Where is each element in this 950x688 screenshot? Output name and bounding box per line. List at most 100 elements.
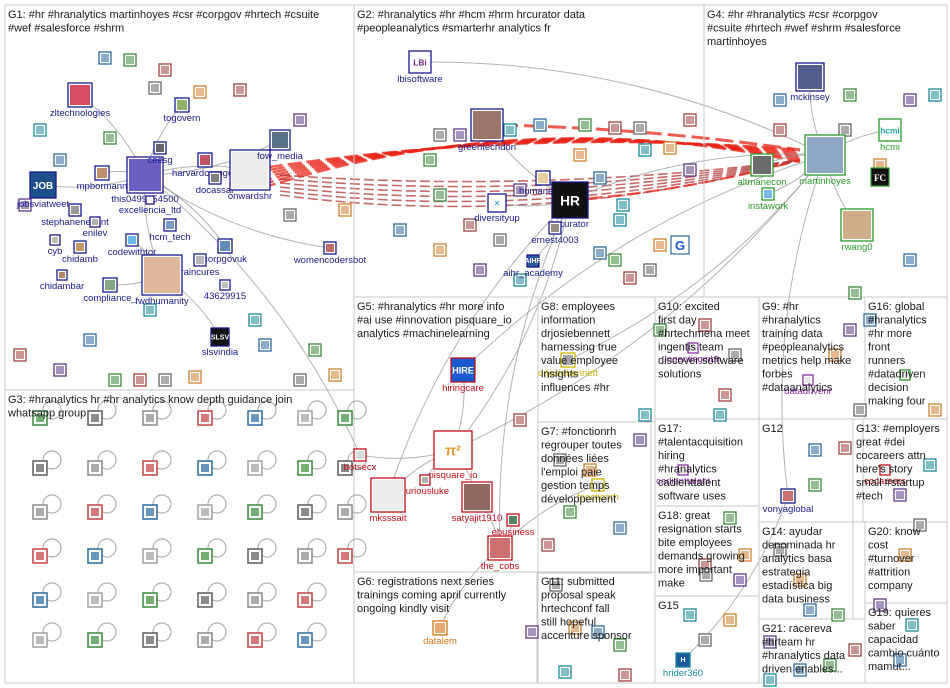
g3-node-avatar: [201, 552, 209, 560]
node-diversityup[interactable]: ✕diversityup: [474, 193, 520, 224]
node-glyph: AIHR: [524, 258, 541, 265]
node-avatar-frame: [210, 327, 230, 347]
node-compliance-[interactable]: compliance_: [83, 277, 137, 304]
node-ebusiness[interactable]: ebusiness: [492, 513, 535, 538]
node-fow-media[interactable]: fow_media: [257, 129, 304, 162]
edge-vonyaglobal-martinhoyes: [781, 154, 826, 497]
node-excellencia-ltd[interactable]: excellencia_ltd: [119, 195, 181, 216]
node-raincures[interactable]: raincures: [180, 253, 220, 278]
node-ernest4003[interactable]: ernest4003: [531, 221, 579, 246]
node-mckinsey[interactable]: mckinsey: [790, 62, 830, 103]
node-altmanecon[interactable]: altmanecon: [737, 153, 787, 188]
node-rwang0[interactable]: rwang0: [840, 208, 874, 253]
node-datadrivenr[interactable]: datadrivenr: [784, 374, 832, 397]
node-enilev[interactable]: enilev: [83, 216, 108, 239]
node-curiousluke[interactable]: curiousluke: [401, 474, 449, 497]
node-datalem[interactable]: datalem: [423, 620, 457, 647]
node-togovern[interactable]: togovern: [164, 97, 201, 124]
minor-node-avatar: [796, 666, 804, 674]
minor-node-avatar: [496, 236, 504, 244]
node-womencodersbot[interactable]: womencodersbot: [293, 241, 367, 266]
node-cocareers[interactable]: cocareers: [864, 464, 906, 487]
minor-node-avatar: [741, 551, 749, 559]
node-fwdhumanity[interactable]: fwdhumanity: [135, 254, 189, 307]
node-cyb[interactable]: cyb: [48, 234, 63, 257]
minor-node-avatar: [731, 351, 739, 359]
minor-node-avatar: [586, 466, 594, 474]
node-avatar: [464, 484, 490, 510]
node-stephanenevent[interactable]: stephanenevent: [41, 203, 109, 228]
node-label: rwang0: [841, 242, 872, 253]
node-cadienttalent[interactable]: cadienttalent: [656, 464, 710, 487]
node-43629915[interactable]: 43629915: [204, 279, 246, 302]
node-instawork[interactable]: instawork: [748, 187, 788, 212]
minor-node-avatar: [826, 661, 834, 669]
node-ceesg[interactable]: ceesg: [147, 141, 173, 166]
node-label: hrcurator: [551, 219, 589, 230]
node-mksssait[interactable]: mksssait: [370, 477, 407, 524]
node-g-logo[interactable]: G: [670, 235, 690, 255]
self-loop-g3: [307, 582, 327, 602]
node-label: lbisoftware: [397, 74, 442, 85]
g3-node-avatar: [301, 552, 309, 560]
edge-the_cobs-hrcurator: [498, 199, 571, 549]
g3-node-avatar: [301, 414, 309, 422]
node-hcm-tech[interactable]: hcm_tech: [149, 218, 191, 243]
g3-node-avatar: [146, 596, 154, 604]
node-humanere4[interactable]: humanere4: [519, 170, 567, 197]
self-loop-g3: [97, 622, 117, 642]
edge-mksssait-hrcurator: [387, 199, 571, 496]
node-avatar: [356, 451, 364, 459]
node-martinhoyes[interactable]: martinhoyes: [799, 134, 851, 187]
self-loop-g3: [257, 582, 277, 602]
node-fonctionrh[interactable]: fonctionrh: [577, 478, 619, 503]
node-satyajit1910[interactable]: satyajit1910: [452, 481, 503, 524]
node-glyph: HR: [560, 193, 580, 208]
node-harvardcorpgov[interactable]: harvardcorpgov: [172, 152, 238, 179]
node-fc[interactable]: FC: [870, 167, 890, 187]
self-loop-g3: [207, 400, 227, 420]
node-label: mpbormann: [77, 181, 128, 192]
node-mpbormann[interactable]: mpbormann: [77, 165, 128, 192]
node-botsecx[interactable]: botsecx: [344, 448, 377, 473]
minor-node-avatar: [766, 638, 774, 646]
node-vonyaglobal[interactable]: vonyaglobal: [763, 488, 814, 515]
g3-node-avatar: [146, 414, 154, 422]
node-allocators[interactable]: [899, 369, 911, 381]
node-avatar: [680, 467, 686, 473]
node-corpgovuk[interactable]: corpgovuk: [203, 238, 247, 265]
node-hrcurator[interactable]: HR hrcurator: [551, 181, 589, 230]
g3-node-avatar: [251, 552, 259, 560]
node-label: datadrivenr: [784, 386, 832, 397]
minor-node-avatar: [806, 606, 814, 614]
node-greentechdon[interactable]: greentechdon: [458, 108, 516, 153]
node-docassar[interactable]: docassar: [196, 171, 235, 196]
node-ingentisgmbh[interactable]: ingentisgmbh: [665, 342, 722, 365]
self-loop-g3: [347, 494, 367, 514]
node-the-cobs[interactable]: the_cobs: [481, 535, 520, 572]
node-label: excellencia_ltd: [119, 205, 181, 216]
edge-hrcurator-martinhoyes: [569, 158, 801, 202]
node-zltechnologies[interactable]: zltechnologies: [50, 82, 110, 119]
g3-node-avatar: [201, 636, 209, 644]
node-codewithtor[interactable]: codewithtor: [108, 233, 157, 258]
minor-node-avatar: [736, 576, 744, 584]
node-label: onwardshr: [228, 191, 272, 202]
self-loop-g3: [152, 400, 172, 420]
node-label: compliance_: [83, 293, 137, 304]
node-drjosiebennett[interactable]: drjosiebennett: [538, 352, 598, 379]
node-onwardshr[interactable]: onwardshr: [228, 149, 272, 202]
node-this0499154500[interactable]: this0499154500: [111, 156, 179, 205]
node-chidamb[interactable]: chidamb: [62, 240, 98, 265]
node-chidambar[interactable]: chidambar: [40, 269, 84, 292]
